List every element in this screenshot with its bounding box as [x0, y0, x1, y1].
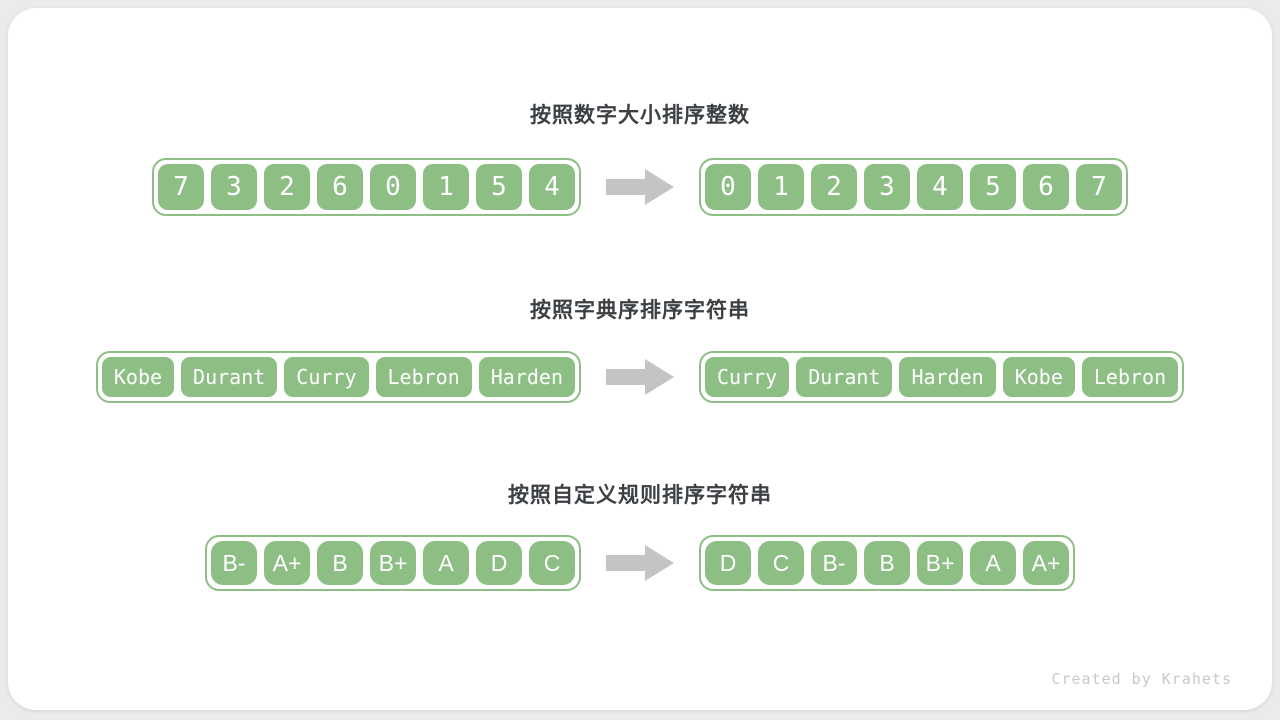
array-cell: Lebron — [1081, 357, 1179, 397]
section-title: 按照自定义规则排序字符串 — [508, 484, 772, 507]
array-cell: 0 — [705, 164, 751, 210]
array-cell: D — [476, 541, 522, 585]
array-cell: 2 — [811, 164, 857, 210]
array-cell: 2 — [264, 164, 310, 210]
array-cell: Harden — [899, 357, 996, 397]
array-cell: Kobe — [1002, 357, 1075, 397]
array-cell: A+ — [1023, 541, 1069, 585]
arrow-right-icon — [606, 545, 674, 581]
array-cell: 5 — [970, 164, 1016, 210]
array-cell: B- — [211, 541, 257, 585]
array-cell: Kobe — [101, 357, 175, 397]
array-cell: A+ — [264, 541, 310, 585]
array-cell: 7 — [1076, 164, 1122, 210]
array-cell: A — [423, 541, 469, 585]
arrow-right-icon — [606, 169, 674, 205]
array-cell: 3 — [211, 164, 257, 210]
array-cell: 6 — [317, 164, 363, 210]
array-cell: B — [864, 541, 910, 585]
array-cell: 6 — [1023, 164, 1069, 210]
array-cell: 4 — [529, 164, 575, 210]
section-title: 按照数字大小排序整数 — [530, 104, 750, 127]
array-cell: Durant — [181, 357, 278, 397]
array-cell: 7 — [158, 164, 204, 210]
array-cell: 4 — [917, 164, 963, 210]
array-cell: Curry — [284, 357, 369, 397]
array-cell: Lebron — [375, 357, 472, 397]
array-cell: A — [970, 541, 1016, 585]
array-cell: 1 — [423, 164, 469, 210]
array-cell: D — [705, 541, 751, 585]
array-cell: B+ — [370, 541, 416, 585]
array-cell: 1 — [758, 164, 804, 210]
section-title: 按照字典序排序字符串 — [530, 299, 750, 322]
array-cell: C — [758, 541, 804, 585]
array-cell: 3 — [864, 164, 910, 210]
array-cell: 5 — [476, 164, 522, 210]
array-cell: Curry — [705, 357, 790, 397]
array-cell: Durant — [796, 357, 893, 397]
array-cell: 0 — [370, 164, 416, 210]
array-cell: B — [317, 541, 363, 585]
array-cell: B+ — [917, 541, 963, 585]
array-cell: Harden — [478, 357, 575, 397]
array-cell: C — [529, 541, 575, 585]
watermark-credit: Created by Krahets — [1051, 670, 1232, 688]
arrow-right-icon — [606, 359, 674, 395]
array-cell: B- — [811, 541, 857, 585]
